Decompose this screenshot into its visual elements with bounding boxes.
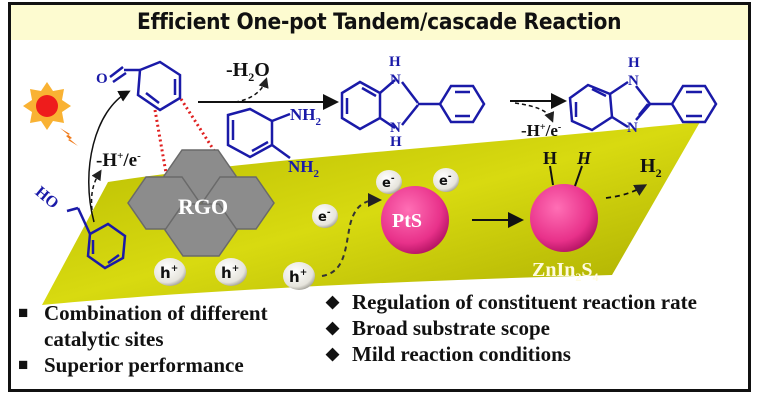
hole-particle: h+ — [283, 262, 315, 290]
oxidation-release-arrow — [90, 169, 102, 211]
product-nh-h: H — [628, 55, 640, 71]
electron-particle: e- — [433, 168, 459, 192]
bullet-item: ■ Superior performance — [18, 352, 268, 378]
bullet-text: Mild reaction conditions — [352, 342, 571, 366]
bullet-text: Superior performance — [44, 353, 244, 377]
bullet-text: catalytic sites — [44, 327, 164, 351]
figure-title: Efficient One-pot Tandem/cascade Reactio… — [137, 10, 622, 35]
bullet-item: ◆ Mild reaction conditions — [326, 341, 697, 367]
right-bullet-list: ◆ Regulation of constituent reaction rat… — [326, 289, 697, 367]
charge-transfer-arrow — [321, 193, 382, 277]
alcohol-ho-label: HO — [32, 183, 62, 212]
product-nh-n: N — [628, 73, 639, 89]
pts-particle — [381, 186, 449, 254]
intermediate-molecule — [340, 79, 486, 131]
bullet-item: ◆ Broad substrate scope — [326, 315, 697, 341]
bullet-continuation: catalytic sites — [18, 326, 268, 352]
adsorption-line — [153, 109, 168, 174]
electron-particle: e- — [312, 204, 338, 228]
title-bar: Efficient One-pot Tandem/cascade Reactio… — [8, 2, 751, 40]
benzaldehyde-molecule — [109, 60, 182, 112]
oxidation-arrow — [88, 90, 131, 223]
dehydrogenation-release-arrow — [514, 102, 555, 123]
hydrogen-release-arrow — [605, 184, 648, 199]
square-bullet-icon: ■ — [18, 355, 29, 374]
dehydrogenation-label: -H+/e- — [521, 121, 561, 140]
benzimidazole-product — [568, 80, 718, 132]
rgo-label: RGO — [178, 194, 228, 219]
hole-particle: h+ — [154, 258, 186, 286]
square-bullet-icon: ■ — [18, 303, 29, 322]
intermediate-nh-bottom: H — [390, 134, 402, 150]
benzyl-alcohol-molecule — [66, 206, 127, 270]
hole-particle: h+ — [215, 258, 247, 286]
left-bullet-list: ■ Combination of different catalytic sit… — [18, 300, 268, 378]
catalyst-sheet — [42, 122, 700, 305]
diamond-bullet-icon: ◆ — [326, 292, 340, 311]
hydrogen-atom: H — [576, 148, 592, 168]
bullet-item: ■ Combination of different — [18, 300, 268, 326]
diamond-bullet-icon: ◆ — [326, 318, 340, 337]
oxidation-step-label: -H+/e- — [96, 150, 141, 171]
bullet-item: ◆ Regulation of constituent reaction rat… — [326, 289, 697, 315]
znin2s4-particle — [530, 184, 598, 252]
water-release-arrow — [234, 77, 269, 103]
electron-particle: e- — [376, 170, 402, 194]
sun-icon — [23, 82, 71, 130]
rgo-sheet — [127, 149, 275, 257]
lightning-icon — [60, 128, 78, 146]
amine-label-top: NH2 — [290, 105, 322, 128]
intermediate-n-bottom: N — [390, 120, 401, 136]
hydrogen-atom: H — [543, 148, 557, 168]
product-n: N — [627, 120, 638, 136]
intermediate-nh-top: H — [389, 54, 401, 70]
aldehyde-o-label: O — [96, 71, 108, 87]
bullet-text: Broad substrate scope — [352, 316, 550, 340]
amine-label-bottom: NH2 — [288, 157, 320, 180]
adsorption-line — [179, 98, 217, 153]
pts-label: PtS — [392, 210, 422, 232]
water-byproduct-label: -H2O — [226, 59, 270, 84]
phenylenediamine-molecule — [226, 107, 291, 160]
bullet-text: Regulation of constituent reaction rate — [352, 290, 697, 314]
diamond-bullet-icon: ◆ — [326, 344, 340, 363]
bullet-text: Combination of different — [44, 301, 268, 325]
intermediate-n-top: N — [390, 72, 401, 88]
znin2s4-label: ZnIn2S4 — [532, 259, 599, 284]
